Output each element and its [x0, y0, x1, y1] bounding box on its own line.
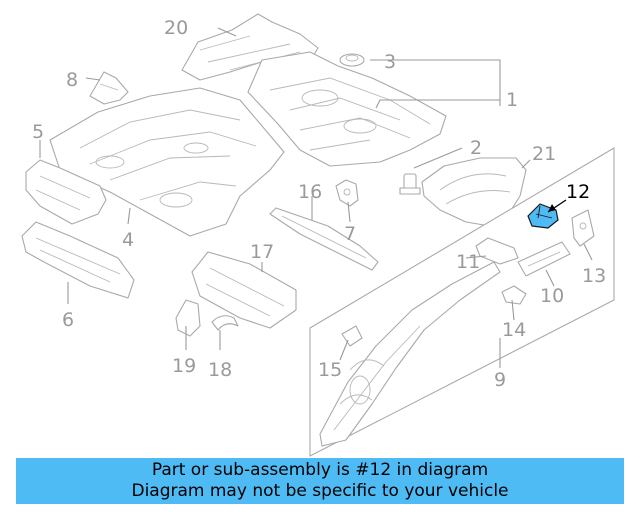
- callout-13: 13: [582, 265, 606, 287]
- part-5-shape: [25, 159, 107, 225]
- banner-line-1: Part or sub-assembly is #12 in diagram: [151, 460, 489, 480]
- callout-21: 21: [532, 143, 556, 165]
- part-7-shape: [335, 179, 359, 207]
- callout-4: 4: [122, 229, 134, 251]
- part-14-shape: [501, 285, 527, 305]
- callout-6: 6: [62, 309, 74, 331]
- part-1-shape: [247, 51, 447, 167]
- callout-9: 9: [494, 369, 506, 391]
- part-4-shape: [49, 87, 285, 237]
- callout-18: 18: [208, 359, 232, 381]
- callout-10: 10: [540, 285, 564, 307]
- callout-17: 17: [250, 241, 274, 263]
- callout-20: 20: [164, 17, 188, 39]
- part-17-shape: [191, 251, 297, 329]
- callout-1: 1: [506, 89, 518, 111]
- part-9-shape: [319, 261, 501, 447]
- part-11-shape: [475, 237, 519, 265]
- part-2-shape: [399, 173, 421, 195]
- part-10-shape: [517, 241, 571, 277]
- callout-19: 19: [172, 355, 196, 377]
- callout-7: 7: [344, 223, 356, 245]
- part-13-shape: [571, 209, 595, 247]
- part-3-shape: [339, 53, 365, 67]
- callout-8: 8: [66, 69, 78, 91]
- callout-12[interactable]: 12: [566, 181, 590, 203]
- part-19-shape: [175, 299, 201, 337]
- callout-5: 5: [32, 121, 44, 143]
- callout-11: 11: [456, 251, 480, 273]
- leader-lines: [39, 27, 593, 368]
- part-21-shape: [421, 157, 527, 227]
- callout-15: 15: [318, 359, 342, 381]
- leader-12: [547, 199, 567, 213]
- part-6-shape: [21, 221, 135, 299]
- part-18-shape: [211, 315, 239, 331]
- info-banner: Part or sub-assembly is #12 in diagram D…: [16, 458, 624, 504]
- banner-line-2: Diagram may not be specific to your vehi…: [131, 481, 509, 501]
- callout-3: 3: [384, 51, 396, 73]
- callout-14: 14: [502, 319, 526, 341]
- callout-2: 2: [470, 137, 482, 159]
- part-8-shape: [89, 71, 129, 105]
- part-16-shape: [269, 207, 379, 271]
- callout-16: 16: [298, 181, 322, 203]
